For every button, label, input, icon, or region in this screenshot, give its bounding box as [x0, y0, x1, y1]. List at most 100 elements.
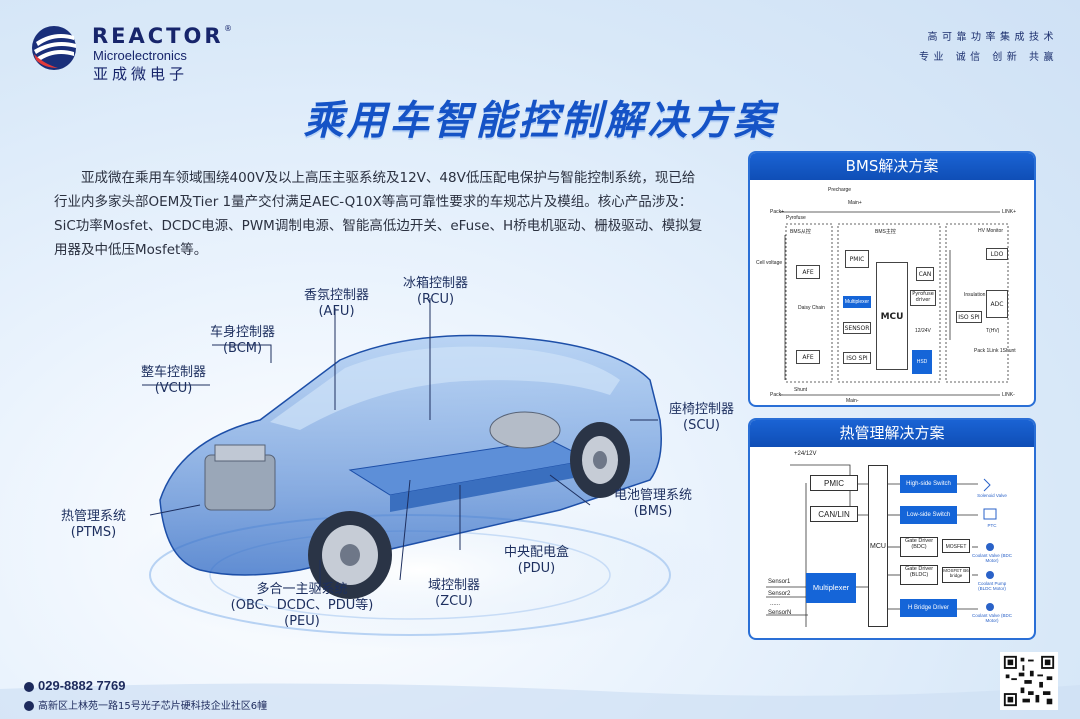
- tms-out-coolant-valve2: Coolant Valve (BDC Motor): [972, 613, 1012, 623]
- tms-mosfet2: MOSFET B6 bridge: [942, 567, 970, 583]
- label-rcu: 冰箱控制器 (RCU): [403, 276, 468, 308]
- bms-ldo: LDO: [986, 248, 1008, 260]
- bms-cell-voltage: Cell voltage: [756, 260, 783, 266]
- tms-can-lin: CAN/LIN: [810, 506, 858, 522]
- bms-precharge: Precharge: [828, 187, 852, 193]
- tms-out-coolant-valve1: Coolant Valve (BDC Motor): [972, 553, 1012, 563]
- label-rcu-en: (RCU): [416, 292, 455, 307]
- tms-high-side: High-side Switch: [900, 475, 957, 493]
- bms-link-plus: LINK+: [1002, 209, 1017, 215]
- label-ptms-en: (PTMS): [70, 525, 117, 540]
- bms-main-plus: Main+: [848, 200, 862, 206]
- bms-pyrofuse: Pyrofuse: [786, 215, 806, 221]
- tms-sensor-dots: ......: [770, 601, 781, 607]
- brand-name-en2: Microelectronics: [93, 48, 187, 63]
- tms-sensorN: SensorN: [768, 610, 792, 616]
- front-wheel-icon: [308, 511, 392, 599]
- label-scu-cn: 座椅控制器: [669, 402, 735, 417]
- bms-wires: [780, 211, 1009, 396]
- bms-tx: T(HV): [986, 328, 1000, 334]
- label-rcu-cn: 冰箱控制器: [403, 276, 469, 291]
- bms-main-minus: Main-: [846, 398, 859, 404]
- intro-paragraph: 亚成微在乘用车领域围绕400V及以上高压主驱系统及12V、48V低压配电保护与智…: [54, 170, 703, 258]
- bms-iso-spi2: ISO SPI: [956, 311, 982, 323]
- bms-hsd: HSD: [912, 350, 932, 374]
- bms-shunt: Shunt: [794, 387, 808, 393]
- tms-mcu: MCU: [868, 465, 888, 627]
- label-zcu-en: (ZCU): [435, 594, 473, 609]
- footer-address: 高新区上林苑一路15号光子芯片硬科技企业社区6幢: [24, 697, 267, 712]
- bms-afe1: AFE: [796, 265, 820, 279]
- tms-out-coolant-pump: Coolant Pump (BLDC Motor): [977, 581, 1007, 591]
- tms-diagram: +24/12V PMIC CAN/LIN MCU Sensor1 Sensor2…: [750, 447, 1034, 638]
- tms-out-ptc: PTC: [987, 523, 997, 528]
- label-bcm: 车身控制器 (BCM): [210, 325, 275, 357]
- bms-sensor: SENSOR: [843, 322, 871, 334]
- label-peu-en: (PEU): [284, 614, 320, 629]
- bms-pack-minus: Pack-: [770, 392, 783, 398]
- label-peu-mid: (OBC、DCDC、PDU等): [230, 598, 374, 613]
- tms-out-solenoid: Solenoid Valve: [977, 493, 1007, 498]
- label-afu: 香氛控制器 (AFU): [304, 288, 369, 320]
- bms-afe2: AFE: [796, 350, 820, 364]
- phone-icon: [24, 681, 34, 692]
- label-vcu-en: (VCU): [154, 381, 193, 396]
- registered-mark: ®: [224, 24, 232, 33]
- bms-link-minus: LINK-: [1002, 392, 1015, 398]
- label-pdu-en: (PDU): [517, 561, 556, 576]
- bms-isolation: Insulation: [964, 292, 986, 298]
- rear-wheel-icon: [570, 422, 630, 498]
- label-peu-cn: 多合一主驱系统: [256, 582, 348, 597]
- bms-can: CAN: [916, 267, 934, 281]
- label-afu-en: (AFU): [318, 304, 355, 319]
- qr-code-icon: [1000, 652, 1058, 710]
- label-afu-cn: 香氛控制器: [304, 288, 370, 303]
- bms-iso-spi1: ISO SPI: [843, 352, 871, 364]
- location-icon: [24, 701, 34, 711]
- bms-multiplexer: Multiplexer: [843, 296, 871, 308]
- bms-panel-title: BMS解决方案: [750, 153, 1034, 180]
- tms-gate-bldc: Gate Driver (BLDC): [900, 565, 938, 585]
- label-peu: 多合一主驱系统 (OBC、DCDC、PDU等) (PEU): [222, 582, 382, 630]
- label-vcu-cn: 整车控制器: [141, 365, 207, 380]
- tms-multiplexer: Multiplexer: [806, 573, 856, 603]
- bms-diagram: Precharge Pack+ Pyrofuse Main+ LINK+ BMS…: [750, 180, 1034, 405]
- label-bms: 电池管理系统 (BMS): [614, 488, 692, 520]
- label-pdu: 中央配电盒 (PDU): [504, 545, 569, 577]
- bms-daisy: Daisy Chain: [798, 305, 825, 311]
- tms-panel-title: 热管理解决方案: [750, 420, 1034, 447]
- slogan-line1: 高可靠功率集成技术: [927, 32, 1058, 43]
- bms-panel: BMS解决方案 Precharge Pack+ Pyrofuse Main+ L…: [748, 151, 1036, 407]
- brand-logo: REACTOR ® Microelectronics 亚成微电子: [30, 22, 250, 83]
- label-bcm-cn: 车身控制器: [210, 325, 276, 340]
- tms-low-side: Low-side Switch: [900, 506, 957, 524]
- bms-mcu: MCU: [876, 262, 908, 370]
- bms-pack-plus: Pack+: [770, 209, 785, 215]
- bms-adc: ADC: [986, 290, 1008, 318]
- brand-name-cn: 亚成微电子: [93, 65, 189, 83]
- bms-shunt-label: Pack 1Link 1Shunt: [974, 348, 1016, 354]
- tms-hbridge: H Bridge Driver: [900, 599, 957, 617]
- footer-address-text: 高新区上林苑一路15号光子芯片硬科技企业社区6幢: [38, 701, 268, 712]
- footer-phone: 029-8882 7769: [24, 678, 125, 693]
- label-ptms-cn: 热管理系统: [61, 509, 127, 524]
- label-vcu: 整车控制器 (VCU): [141, 365, 206, 397]
- page-title: 乘用车智能控制解决方案: [303, 98, 777, 144]
- label-bms-cn: 电池管理系统: [614, 488, 693, 503]
- footer-wave: [0, 683, 1080, 719]
- slogan-line2: 专业 诚信 创新 共赢: [918, 52, 1058, 63]
- car-illustration: [120, 298, 720, 650]
- tms-mosfet1: MOSFET: [942, 539, 970, 553]
- bms-1224v: 12/24V: [915, 328, 931, 334]
- tms-wires: [766, 464, 997, 627]
- bms-main: BMS主控: [875, 229, 896, 235]
- intro-text: 亚成微在乘用车领域围绕400V及以上高压主驱系统及12V、48V低压配电保护与智…: [54, 166, 704, 262]
- tms-supply: +24/12V: [794, 451, 817, 457]
- label-zcu-cn: 域控制器: [428, 578, 481, 593]
- label-ptms: 热管理系统 (PTMS): [61, 509, 126, 541]
- label-pdu-cn: 中央配电盒: [504, 545, 570, 560]
- logo-mark-icon: [32, 26, 76, 70]
- tms-panel: 热管理解决方案: [748, 418, 1036, 640]
- label-bcm-en: (BCM): [222, 341, 263, 356]
- tms-sensor1: Sensor1: [768, 579, 791, 585]
